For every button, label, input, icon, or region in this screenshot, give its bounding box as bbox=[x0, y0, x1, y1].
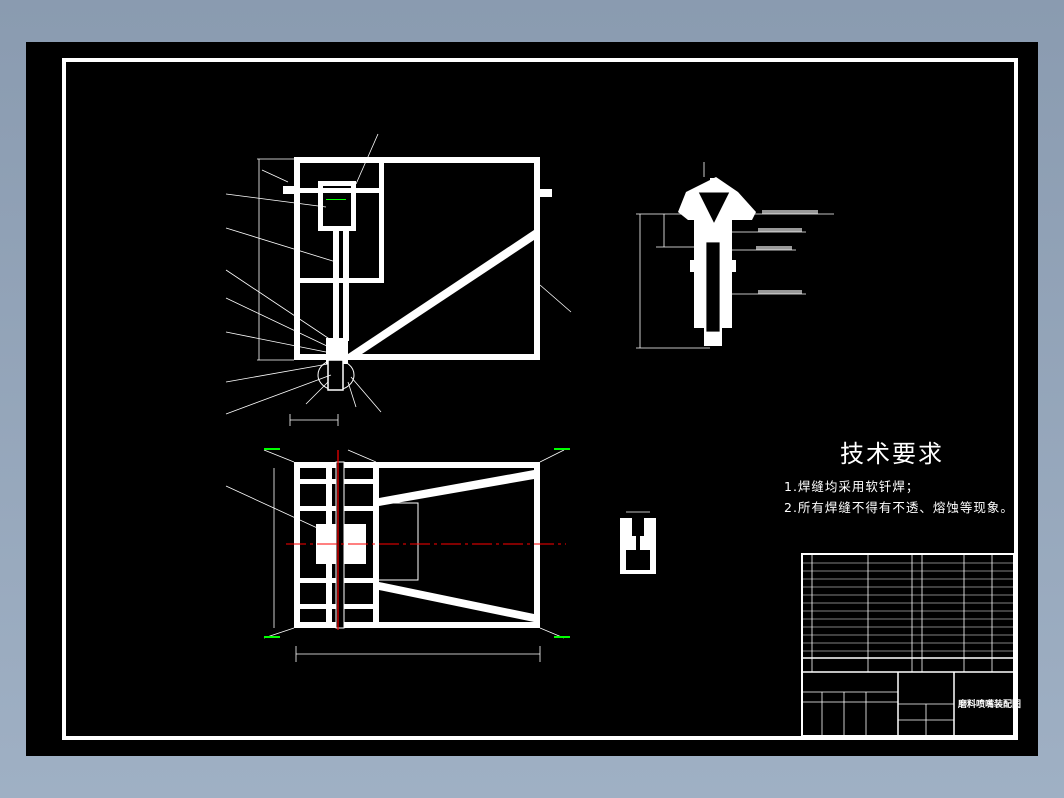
front-view-leaders bbox=[225, 133, 572, 426]
drawing-sheet: 技术要求 1.焊缝均采用软钎焊； 2.所有焊缝不得有不透、熔蚀等现象。 磨料喷嘴… bbox=[26, 42, 1038, 756]
front-view bbox=[294, 157, 540, 364]
cad-drawing bbox=[62, 58, 1018, 740]
drawing-title: 磨料喷嘴装配图 bbox=[958, 700, 1022, 710]
title-block bbox=[801, 553, 1015, 737]
technical-requirement-2: 2.所有焊缝不得有不透、熔蚀等现象。 bbox=[784, 500, 1014, 515]
technical-requirements-title: 技术要求 bbox=[840, 440, 944, 468]
top-view bbox=[294, 462, 540, 628]
inner-border bbox=[62, 58, 1018, 740]
top-view-leaders bbox=[225, 449, 565, 662]
technical-requirement-1: 1.焊缝均采用软钎焊； bbox=[784, 479, 920, 494]
section-detail bbox=[620, 511, 656, 574]
